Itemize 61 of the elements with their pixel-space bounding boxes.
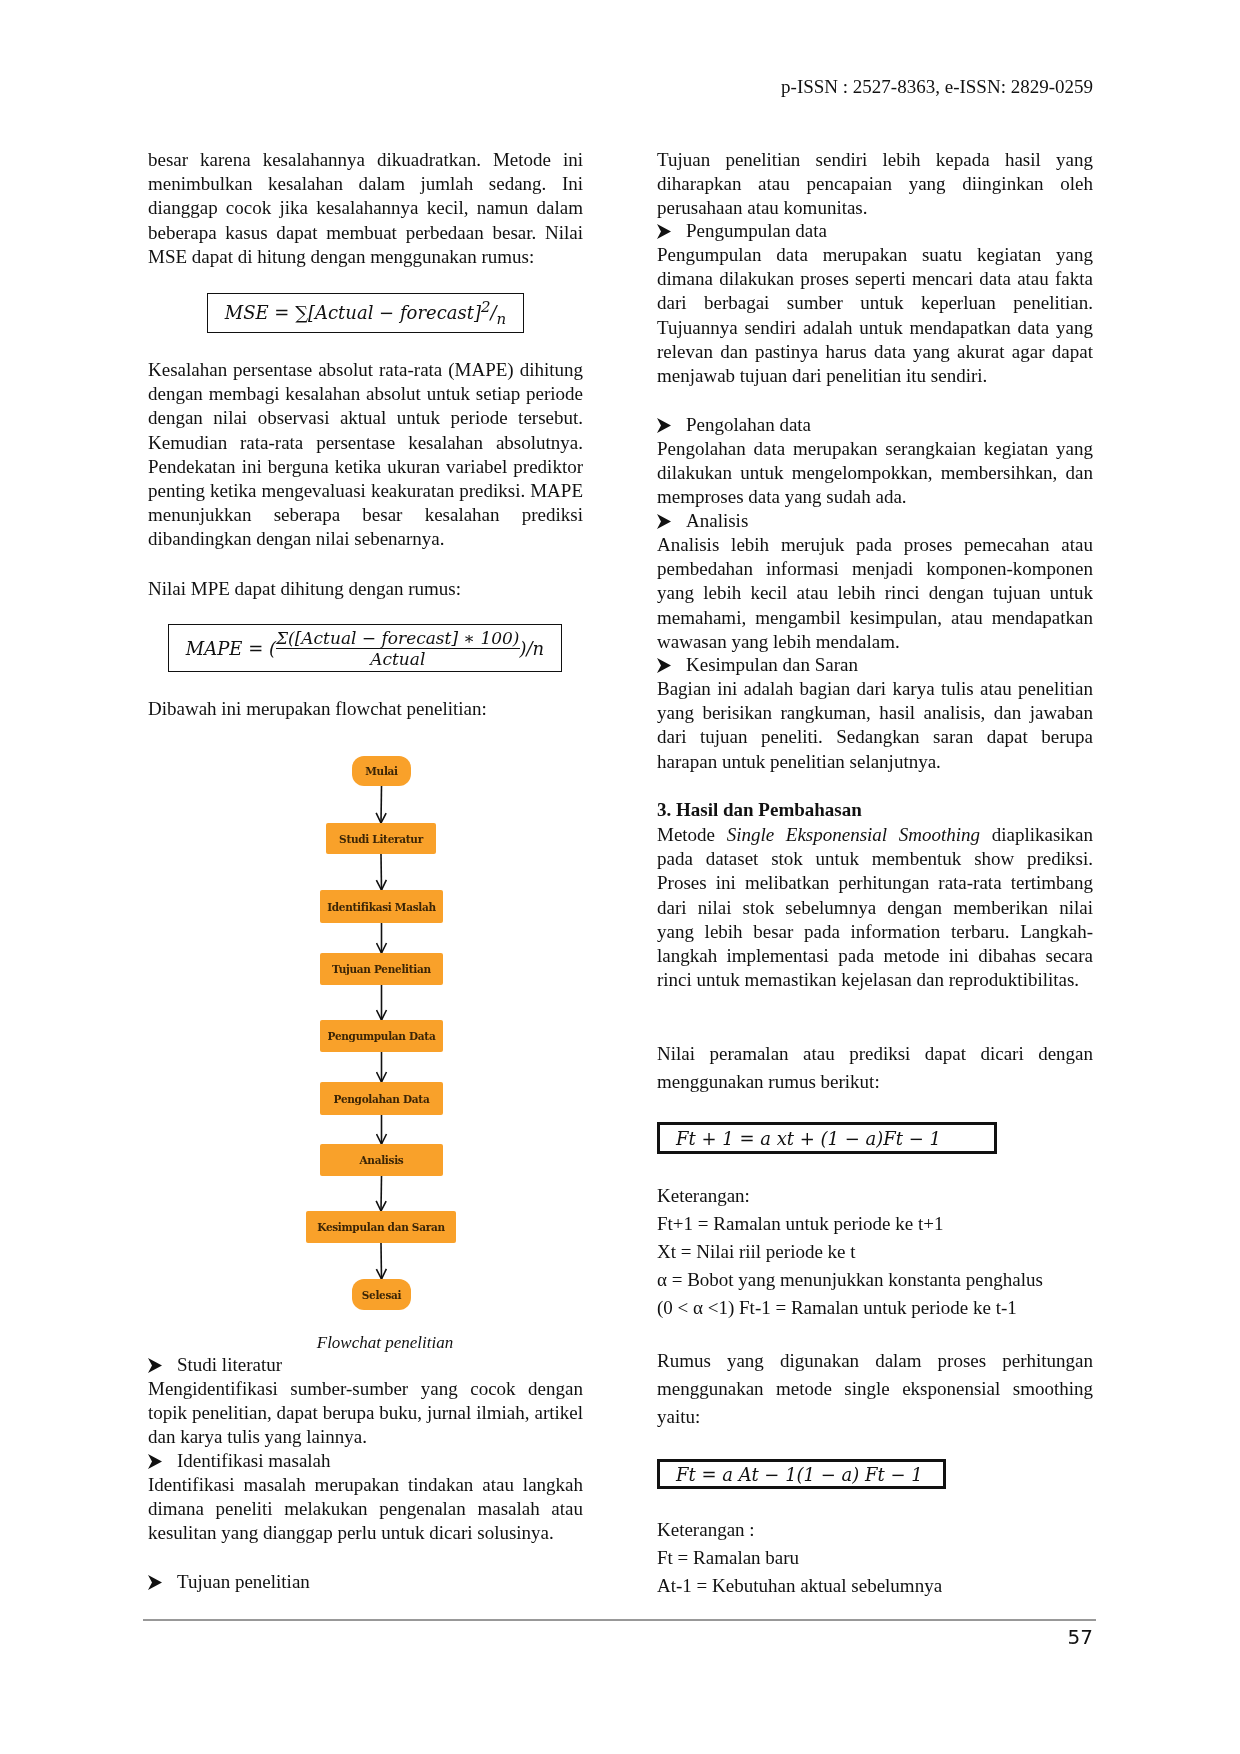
text-line: Ft = Ramalan baru: [657, 1546, 800, 1570]
paragraph: Nilai peramalan atau prediksi dapat dicari dengan menggunakan rumus berikut:: [657, 1042, 1093, 1094]
text-line: (0 < α <1) Ft-1 = Ramalan untuk periode ke t-1: [657, 1296, 1017, 1320]
list-heading: Kesimpulan dan Saran: [686, 653, 858, 677]
list-heading: Pengolahan data: [686, 413, 812, 437]
formula-box: [168, 624, 562, 672]
formula: Ft = a At − 1(1 − a) Ft − 1: [676, 1463, 923, 1485]
formula-box: [657, 1122, 997, 1154]
header-text: p-ISSN : 2527-8363, e-ISSN: 2829-0259: [781, 75, 1093, 99]
figure-caption: Flowchat penelitian: [315, 1332, 455, 1354]
formula: )/n: [519, 637, 545, 659]
process-box: Pengolahan Data: [320, 1082, 443, 1115]
list-heading: Pengumpulan data: [686, 219, 827, 243]
terminal-box: Selesai: [352, 1279, 411, 1310]
paragraph: Rumus yang digunakan dalam proses perhitungan menggunakan metode single eksponensial smoothing yaitu:: [657, 1349, 1093, 1429]
paragraph: Mengidentifikasi sumber-sumber yang cocok dengan topik penelitian, dapat berupa buku, jurnal ilmiah, artikel dan karya tulis yang lainnya.: [148, 1377, 583, 1450]
process-box: Tujuan Penelitian: [320, 953, 443, 985]
paragraph: Pengumpulan data merupakan suatu kegiatan yang dimana dilakukan proses seperti mencari data atau fakta dari berbagai sumber untuk keperluan penelitian. Tujuannya sendiri adalah untuk mendapatkan data yang relevan dan pastinya harus data yang akurat agar dapat menjawab tujuan dari penelitian itu sendiri.: [657, 243, 1093, 388]
paragraph: Analisis lebih merujuk pada proses pemecahan atau pembedahan informasi menjadi komponen-komponen yang lebih kecil atau lebih rinci dengan tujuan untuk memahami, mengambil kesimpulan, atau mendapatkan wawasan yang lebih mendalam.: [657, 533, 1093, 654]
list-heading: Identifikasi masalah: [177, 1449, 331, 1473]
paragraph: Metode Single Eksponensial Smoothing diaplikasikan pada dataset stok untuk membentuk show prediksi. Proses ini melibatkan perhitungan rata-rata tertimbang dari nilai stok sebelumnya dengan memberikan nilai yang lebih besar pada information terbaru. Langkah-langkah implementasi pada metode ini dibahas secara rinci untuk memastikan kejelasan dan reproduktibilitas.: [657, 823, 1093, 993]
paragraph: Tujuan penelitian sendiri lebih kepada hasil yang diharapkan atau pencapaian yang diinginkan oleh perusahaan atau komunitas.: [657, 148, 1093, 221]
text-line: Xt = Nilai riil periode ke t: [657, 1240, 856, 1264]
arrow: [375, 1114, 388, 1145]
list-heading: Studi literatur: [177, 1353, 282, 1377]
fraction-denominator: Actual: [370, 648, 426, 669]
list-heading: Analisis: [686, 509, 749, 533]
paragraph: Nilai MPE dapat dihitung dengan rumus:: [148, 577, 462, 601]
section-heading: 3. Hasil dan Pembahasan: [657, 798, 862, 822]
paragraph: besar karena kesalahannya dikuadratkan. Metode ini menimbulkan kesalahan dalam jumlah sedang. Ini dianggap cocok jika kesalahannya kecil, namun dalam beberapa kasus dapat membuat perbedaan besar. Nilai MSE dapat di hitung dengan menggunakan rumus:: [148, 148, 583, 269]
arrow: [375, 1242, 388, 1280]
arrow: [375, 1175, 387, 1212]
arrow: [375, 785, 387, 824]
text-line: Keterangan:: [657, 1184, 750, 1208]
text-line: At-1 = Kebutuhan aktual sebelumnya: [657, 1574, 943, 1598]
process-box: Identifikasi Maslah: [320, 890, 443, 923]
formula: Ft + 1 = a xt + (1 − a)Ft − 1: [676, 1127, 942, 1149]
fraction-numerator: Σ([Actual − forecast] ∗ 100): [276, 627, 520, 649]
arrow: [375, 922, 388, 954]
formula-box: [207, 293, 524, 333]
formula-box: [657, 1459, 946, 1489]
text-line: Ft+1 = Ramalan untuk periode ke t+1: [657, 1212, 944, 1236]
terminal-box: Mulai: [352, 756, 411, 786]
text-line: Keterangan :: [657, 1518, 755, 1542]
arrow: [375, 984, 388, 1021]
formula: MAPE = (: [185, 637, 276, 659]
paragraph: Bagian ini adalah bagian dari karya tulis atau penelitian yang berisikan rangkuman, hasil analisis, dan jawaban dari tujuan peneliti. Sedangkan saran dapat berupa harapan untuk penelitian selanjutnya.: [657, 677, 1093, 774]
arrow: [375, 853, 388, 891]
paragraph: Identifikasi masalah merupakan tindakan atau langkah dimana peneliti melakukan pengenalan masalah atau kesulitan yang dianggap perlu untuk dicari solusinya.: [148, 1473, 583, 1546]
process-box: Kesimpulan dan Saran: [306, 1211, 456, 1243]
arrow: [375, 1051, 388, 1083]
process-box: Analisis: [320, 1144, 443, 1176]
paragraph: Dibawah ini merupakan flowchat penelitian:: [148, 697, 488, 721]
process-box: Studi Literatur: [326, 823, 436, 854]
list-heading: Tujuan penelitian: [177, 1570, 310, 1594]
page-number: 57: [1067, 1625, 1093, 1650]
text-line: α = Bobot yang menunjukkan konstanta penghalus: [657, 1268, 1043, 1292]
paragraph: Kesalahan persentase absolut rata-rata (MAPE) dihitung dengan membagi kesalahan absolut untuk setiap periode dengan nilai observasi aktual untuk periode tersebut. Kemudian rata-rata persentase kesalahan absolutnya. Pendekatan ini berguna ketika ukuran variabel prediktor penting ketika mengevaluasi keakuratan prediksi. MAPE menunjukkan seberapa besar kesalahan prediksi dibandingkan dengan nilai sebenarnya.: [148, 358, 583, 552]
formula: MSE = ∑[Actual − forecast]$^{2}$/$_{n}$: [224, 298, 507, 328]
process-box: Pengumpulan Data: [320, 1020, 443, 1052]
paragraph: Pengolahan data merupakan serangkaian kegiatan yang dilakukan untuk mengelompokkan, membersihkan, dan memproses data yang sudah ada.: [657, 437, 1093, 510]
